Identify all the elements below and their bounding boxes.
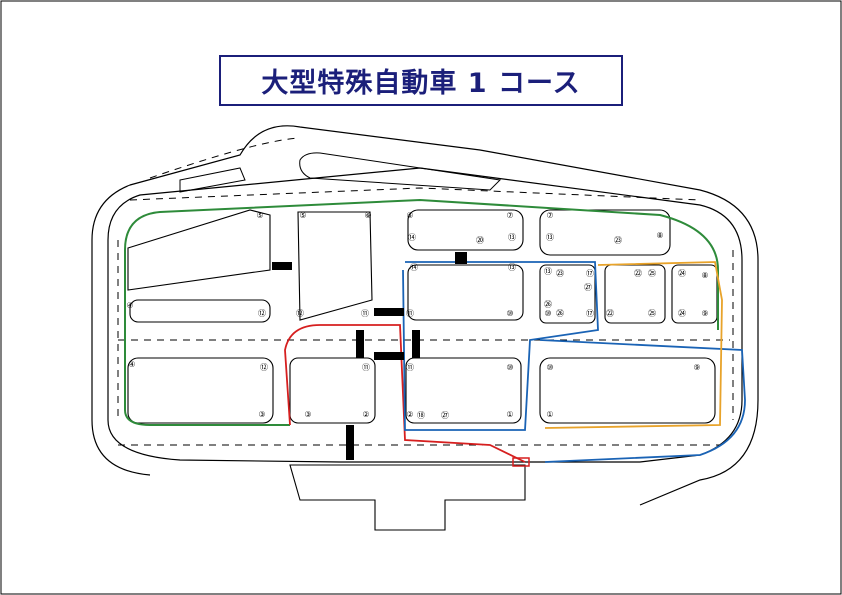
point-marker: ⑦ bbox=[546, 211, 553, 220]
point-marker: ㉖ bbox=[556, 309, 564, 318]
point-marker: ㉕ bbox=[648, 269, 656, 278]
point-marker: ⑤ bbox=[299, 211, 306, 220]
green-course-line-left bbox=[124, 250, 290, 426]
point-marker: ⑦ bbox=[506, 211, 513, 220]
point-marker: ② bbox=[406, 410, 413, 419]
point-marker: ㉓ bbox=[556, 269, 564, 278]
point-marker: ㉔ bbox=[678, 269, 686, 278]
point-marker: ④ bbox=[126, 301, 133, 310]
start-box bbox=[512, 457, 530, 467]
point-marker: ⑳ bbox=[476, 236, 484, 245]
point-marker: ⑰ bbox=[586, 269, 594, 278]
point-marker: ⑪ bbox=[406, 363, 414, 372]
point-marker: ㉗ bbox=[441, 411, 449, 420]
point-marker: ⑪ bbox=[362, 363, 370, 372]
point-marker: ⑥ bbox=[406, 211, 413, 220]
upper-island bbox=[299, 152, 502, 191]
point-marker: ⑥ bbox=[364, 211, 371, 220]
point-marker: ⑨ bbox=[701, 309, 708, 318]
point-marker: ② bbox=[362, 410, 369, 419]
point-marker: ③ bbox=[304, 410, 311, 419]
point-marker: ㉕ bbox=[648, 309, 656, 318]
point-marker: ⑩ bbox=[506, 363, 513, 372]
lane-dashes bbox=[117, 137, 734, 446]
red-course-line bbox=[284, 324, 526, 463]
point-marker: ⑨ bbox=[693, 363, 700, 372]
page-title: 大型特殊自動車 1 コース bbox=[219, 55, 623, 106]
point-marker: ⑬ bbox=[508, 263, 516, 272]
outer-road-edge bbox=[107, 167, 743, 463]
outer-boundary bbox=[91, 125, 759, 506]
point-marker: ㉗ bbox=[584, 283, 592, 292]
point-marker: ⑪ bbox=[406, 309, 414, 318]
point-marker: ⑩ bbox=[544, 309, 551, 318]
upper-left-island bbox=[179, 167, 246, 193]
point-marker: ⑤ bbox=[256, 211, 263, 220]
point-marker: ⑭ bbox=[408, 233, 416, 242]
point-marker: ⑧ bbox=[701, 271, 708, 280]
crosswalks bbox=[272, 252, 467, 460]
point-marker: ㉒ bbox=[634, 269, 642, 278]
point-marker: ① bbox=[546, 410, 553, 419]
inner-blocks bbox=[127, 209, 718, 531]
point-marker: ⑱ bbox=[417, 411, 425, 420]
point-marker: ㉒ bbox=[606, 309, 614, 318]
page-title-text: 大型特殊自動車 1 コース bbox=[261, 68, 581, 99]
marker-layer: ⑤ ⑤ ⑥ ⑥ ⑦ ⑦ ⑧ ⑧ ⑭ ⑭ ⑬ ⑬ ⑬ ⑬ ④ ④ ⑫ ⑫ ⑫ ⑪ ⑪ ⑪ ⑪ ⑩ ⑩ ⑩ ⑩ ⑨ ⑨ ③ ③ ② ② ① ① ⑰ ⑰ ⑱ ⑳ ㉒… bbox=[126, 211, 708, 420]
point-marker: ⑪ bbox=[361, 309, 369, 318]
point-marker: ④ bbox=[128, 360, 135, 369]
point-marker: ㉖ bbox=[544, 300, 552, 309]
point-marker: ⑫ bbox=[260, 363, 268, 372]
blue-course-line-right bbox=[539, 339, 746, 463]
point-marker: ⑰ bbox=[586, 309, 594, 318]
point-marker: ⑬ bbox=[508, 233, 516, 242]
blue-course-line bbox=[402, 261, 599, 431]
point-marker: ③ bbox=[258, 410, 265, 419]
point-marker: ⑩ bbox=[506, 309, 513, 318]
point-marker: ⑬ bbox=[544, 267, 552, 276]
point-marker: ① bbox=[506, 410, 513, 419]
point-marker: ⑧ bbox=[656, 231, 663, 240]
point-marker: ⑬ bbox=[546, 233, 554, 242]
point-marker: ⑫ bbox=[258, 309, 266, 318]
outer-boundary-left bbox=[91, 240, 151, 476]
point-marker: ⑭ bbox=[410, 263, 418, 272]
point-marker: ⑩ bbox=[546, 363, 553, 372]
point-marker: ⑫ bbox=[296, 309, 304, 318]
green-course-line bbox=[124, 198, 719, 330]
orange-course-line bbox=[544, 261, 723, 429]
point-marker: ㉔ bbox=[678, 309, 686, 318]
point-marker: ㉓ bbox=[614, 236, 622, 245]
